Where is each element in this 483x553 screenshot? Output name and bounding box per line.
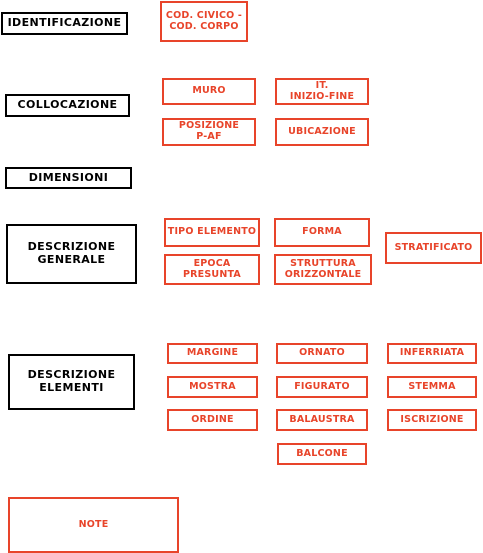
section-identificazione: IDENTIFICAZIONE (1, 12, 128, 35)
ubicazione-button[interactable]: UBICAZIONE (275, 118, 369, 146)
posizione-button[interactable]: POSIZIONE P-AF (162, 118, 256, 146)
it-inizio-fine-button[interactable]: IT. INIZIO-FINE (275, 78, 369, 105)
forma-button[interactable]: FORMA (274, 218, 370, 247)
figurato-button[interactable]: FIGURATO (276, 376, 368, 398)
mostra-button[interactable]: MOSTRA (167, 376, 258, 398)
balcone-button[interactable]: BALCONE (277, 443, 367, 465)
section-descrizione-elementi: DESCRIZIONE ELEMENTI (8, 354, 135, 410)
note-button[interactable]: NOTE (8, 497, 179, 553)
tipo-elemento-button[interactable]: TIPO ELEMENTO (164, 218, 260, 247)
section-dimensioni: DIMENSIONI (5, 167, 132, 189)
stemma-button[interactable]: STEMMA (387, 376, 477, 398)
iscrizione-button[interactable]: ISCRIZIONE (387, 409, 477, 431)
stratificato-button[interactable]: STRATIFICATO (385, 232, 482, 264)
ordine-button[interactable]: ORDINE (167, 409, 258, 431)
inferriata-button[interactable]: INFERRIATA (387, 343, 477, 364)
section-descrizione-generale: DESCRIZIONE GENERALE (6, 224, 137, 284)
ornato-button[interactable]: ORNATO (276, 343, 368, 364)
struttura-orizzontale-button[interactable]: STRUTTURA ORIZZONTALE (274, 254, 372, 285)
margine-button[interactable]: MARGINE (167, 343, 258, 364)
section-collocazione: COLLOCAZIONE (5, 94, 130, 117)
balaustra-button[interactable]: BALAUSTRA (276, 409, 368, 431)
epoca-presunta-button[interactable]: EPOCA PRESUNTA (164, 254, 260, 285)
muro-button[interactable]: MURO (162, 78, 256, 105)
cod-civico-corpo-button[interactable]: COD. CIVICO - COD. CORPO (160, 1, 248, 42)
